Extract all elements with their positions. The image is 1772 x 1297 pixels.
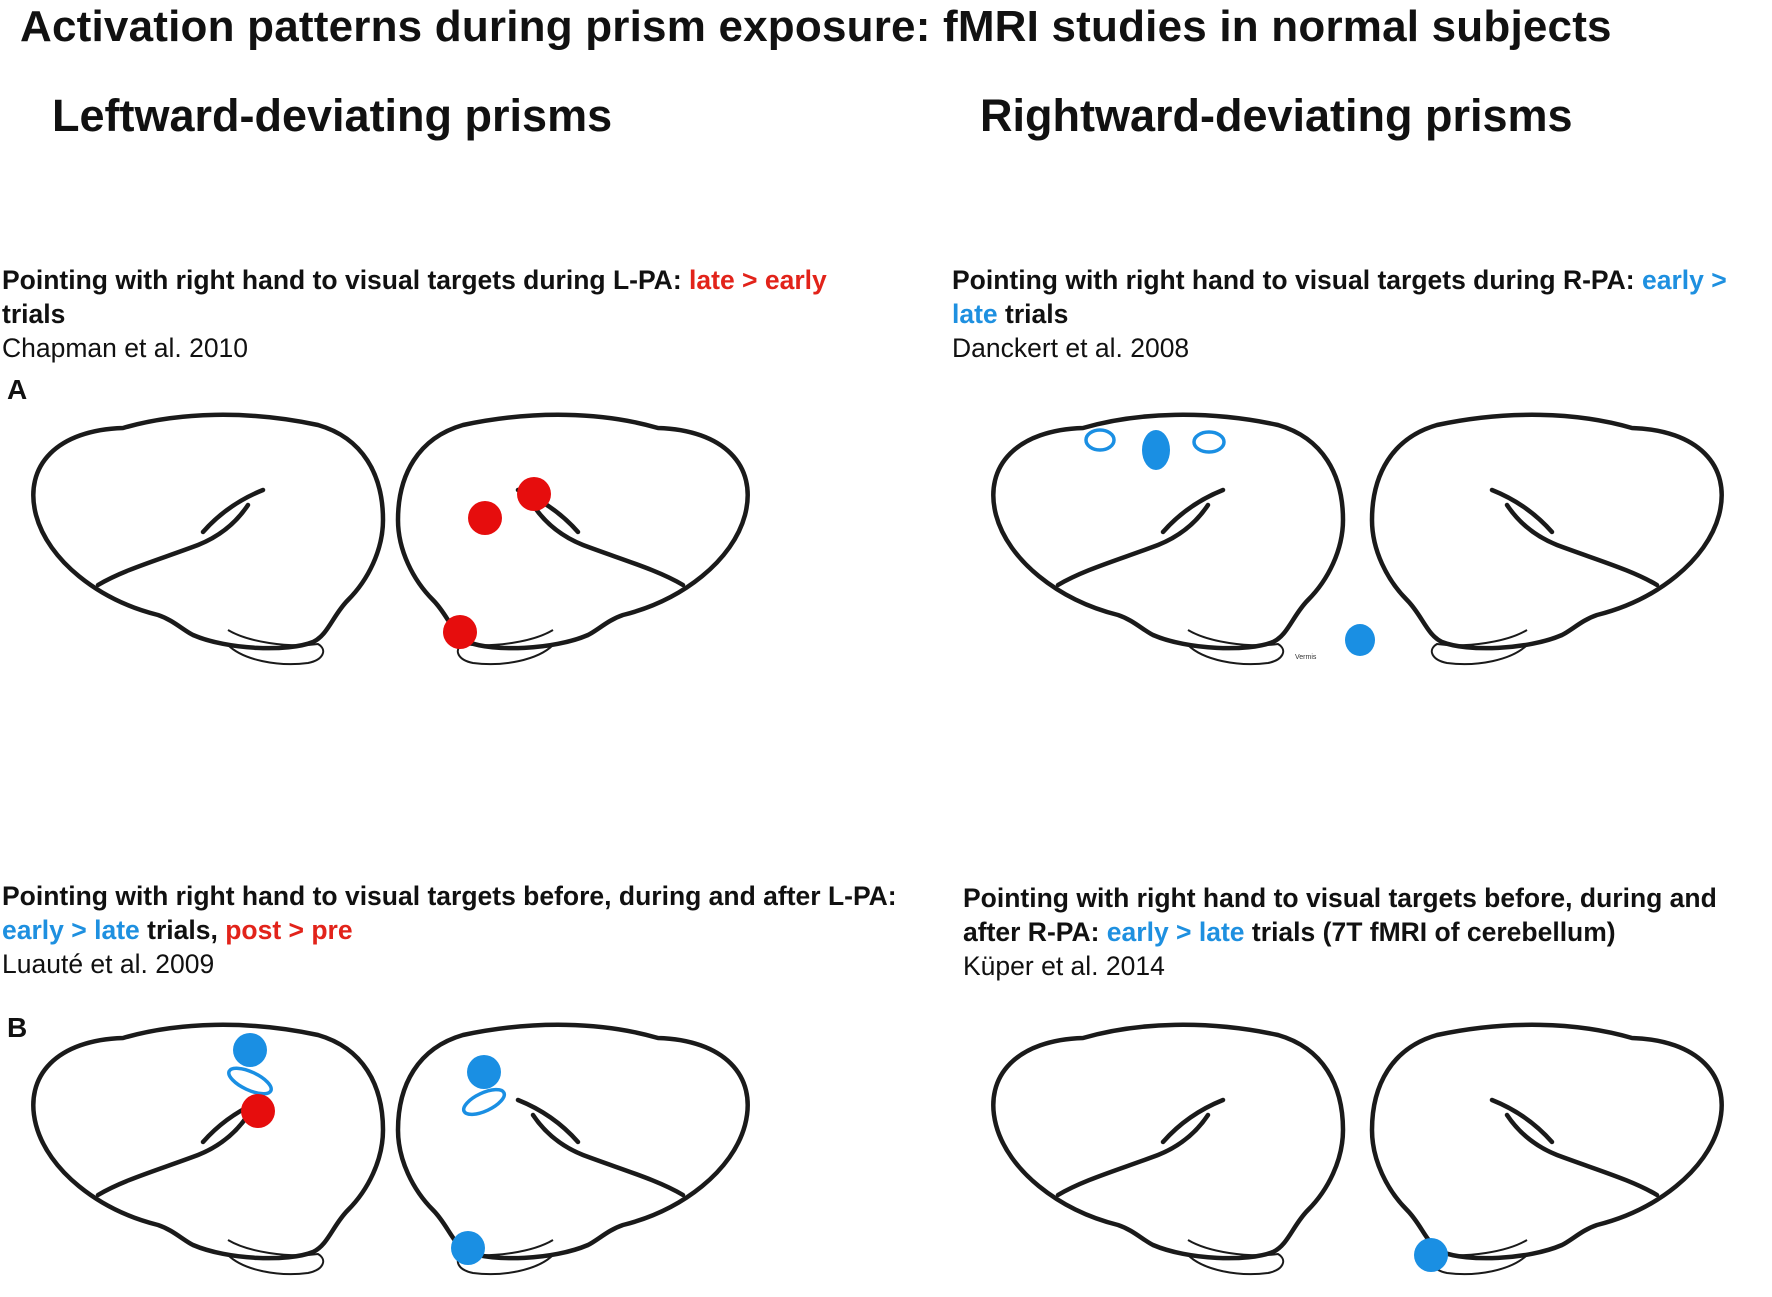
activation-dot <box>467 1055 501 1089</box>
activation-dot <box>443 615 477 649</box>
activation-ring <box>1084 428 1116 452</box>
study-description: Pointing with right hand to visual targe… <box>952 265 1642 295</box>
activation-dot <box>451 1231 485 1265</box>
study-reference: Luauté et al. 2009 <box>2 949 215 979</box>
right-column-heading: Rightward-deviating prisms <box>980 90 1573 141</box>
contrast-red: late > early <box>689 265 827 295</box>
brain-b-right-lateral <box>988 1030 1348 1285</box>
study-description: Pointing with right hand to visual targe… <box>963 883 1717 947</box>
contrast-blue: early > late <box>2 915 140 945</box>
brain-b-left-lateral <box>28 1030 388 1285</box>
brain-b-left-medial <box>398 1030 758 1285</box>
left-column-heading: Leftward-deviating prisms <box>52 90 613 141</box>
activation-dot <box>241 1094 275 1128</box>
activation-dot <box>517 477 551 511</box>
activation-dot <box>233 1033 267 1067</box>
contrast-red: post > pre <box>225 915 353 945</box>
study-reference: Küper et al. 2014 <box>963 951 1165 981</box>
activation-dot <box>1414 1238 1448 1272</box>
figure-title: Activation patterns during prism exposur… <box>20 2 1612 51</box>
brain-a-right-lateral: Vermis <box>988 420 1348 675</box>
activation-ring <box>227 1066 273 1096</box>
study-suffix: trials <box>2 299 66 329</box>
brain-a-left-medial <box>398 420 758 675</box>
activation-ring <box>1192 430 1226 454</box>
study-reference: Chapman et al. 2010 <box>2 333 249 363</box>
study-a-right-caption: Pointing with right hand to visual targe… <box>952 263 1772 365</box>
contrast-blue: early > late <box>952 265 1727 329</box>
brain-b-right-medial <box>1372 1030 1732 1285</box>
activation-dot <box>1142 430 1170 470</box>
study-a-left-caption: Pointing with right hand to visual targe… <box>2 263 842 365</box>
activation-dot <box>468 501 502 535</box>
study-description: Pointing with right hand to visual targe… <box>2 265 690 295</box>
vermis-label: Vermis <box>1295 654 1317 661</box>
panel-label-b: B <box>7 1012 28 1043</box>
panel-label-a: A <box>7 374 28 405</box>
activation-ring <box>461 1087 507 1117</box>
brain-a-right-medial <box>1345 420 1732 675</box>
brain-a-left-lateral <box>28 420 388 675</box>
study-reference: Danckert et al. 2008 <box>952 333 1190 363</box>
activation-dot <box>1345 624 1375 656</box>
study-suffix: trials (7T fMRI of cerebellum) <box>1244 917 1616 947</box>
contrast-blue: early > late <box>1106 917 1245 947</box>
study-b-right-caption: Pointing with right hand to visual targe… <box>963 881 1772 983</box>
study-b-left-caption: Pointing with right hand to visual targe… <box>2 879 902 981</box>
study-middle: trials, <box>139 915 226 945</box>
study-suffix: trials <box>997 299 1069 329</box>
study-description: Pointing with right hand to visual targe… <box>2 881 897 911</box>
